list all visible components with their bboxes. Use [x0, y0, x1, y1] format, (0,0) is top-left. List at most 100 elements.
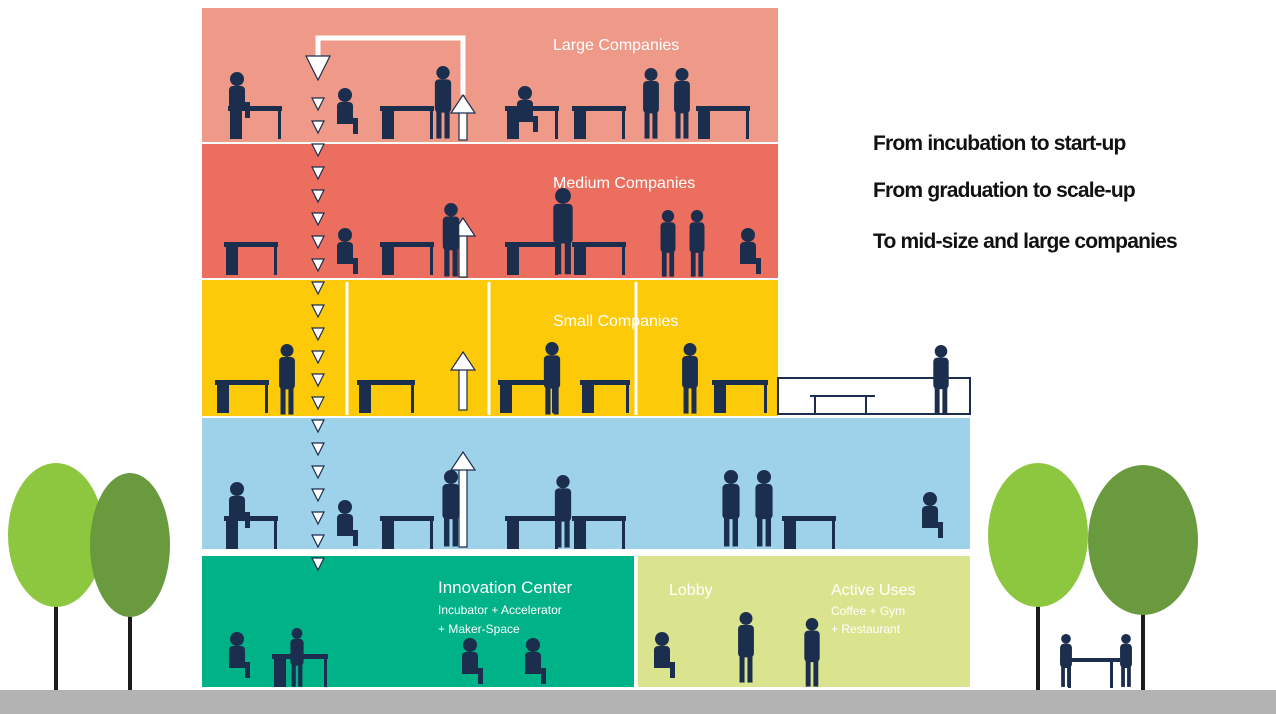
- seated-person-silhouette: [740, 228, 761, 274]
- chevron-down-icon: [311, 281, 325, 296]
- desk: [224, 242, 278, 275]
- seated-person-silhouette: [922, 492, 943, 538]
- seated-person-silhouette: [525, 638, 546, 684]
- tree-right-light: [988, 463, 1088, 690]
- chevron-down-icon: [311, 212, 325, 227]
- chevron-down-icon: [311, 396, 325, 411]
- floor-lobby-active-uses: [638, 556, 970, 687]
- seated-person-silhouette: [337, 88, 358, 134]
- person-silhouette: [722, 470, 740, 547]
- floor-medium-companies: [202, 144, 778, 278]
- circulation-path: [315, 35, 466, 95]
- seated-person-silhouette: [517, 86, 538, 132]
- chevron-down-icon: [311, 235, 325, 250]
- chevron-down-icon: [311, 97, 325, 112]
- desk: [572, 242, 626, 275]
- arrow-up-shaft: [458, 110, 468, 141]
- seated-person-silhouette: [337, 500, 358, 546]
- chevron-down-icon: [311, 511, 325, 526]
- person-silhouette: [434, 66, 452, 139]
- desk: [228, 106, 282, 139]
- desk: [380, 516, 434, 549]
- person-silhouette: [682, 343, 698, 414]
- chevron-down-icon: [311, 350, 325, 365]
- label-incubator-accelerator: Incubator + Accelerator: [438, 603, 562, 617]
- desk: [572, 516, 626, 549]
- chevron-down-icon: [311, 327, 325, 342]
- tagline-incubation: From incubation to start-up: [873, 132, 1126, 155]
- person-silhouette: [933, 345, 949, 414]
- desk: [505, 242, 559, 275]
- person-silhouette: [660, 210, 676, 277]
- seated-person-silhouette: [229, 482, 250, 528]
- person-silhouette: [643, 68, 659, 139]
- person-silhouette: [804, 618, 820, 687]
- chevron-down-icon: [311, 373, 325, 388]
- seated-person-silhouette: [654, 632, 675, 678]
- desk: [572, 106, 626, 139]
- desk: [357, 380, 415, 413]
- arrow-up-icon: [449, 450, 477, 471]
- person-silhouette: [442, 203, 460, 277]
- desk: [580, 380, 630, 413]
- circulation-arrow-top: [305, 55, 331, 82]
- desk: [782, 516, 836, 549]
- chevron-down-icon: [311, 166, 325, 181]
- label-medium-companies: Medium Companies: [553, 175, 696, 192]
- ground-strip: [0, 690, 1276, 714]
- person-silhouette: [1120, 634, 1132, 687]
- seated-person-silhouette: [229, 72, 250, 118]
- desk: [215, 380, 269, 413]
- tree-left-dark: [90, 473, 170, 690]
- chevron-down-icon: [311, 442, 325, 457]
- person-silhouette: [738, 612, 754, 683]
- person-silhouette: [442, 470, 460, 547]
- chevron-down-icon: [311, 189, 325, 204]
- chevron-down-icon: [311, 120, 325, 135]
- person-silhouette: [755, 470, 773, 547]
- chevron-down-icon: [311, 304, 325, 319]
- label-coffee-gym: Coffee + Gym: [831, 604, 906, 618]
- tagline-graduation: From graduation to scale-up: [873, 179, 1136, 202]
- arrow-up-shaft: [458, 467, 468, 548]
- seated-person-silhouette: [229, 632, 250, 678]
- person-silhouette: [279, 344, 295, 415]
- label-active-uses: Active Uses: [831, 582, 916, 599]
- chevron-down-icon: [311, 465, 325, 480]
- downward-chevrons: [311, 97, 325, 572]
- desk: [696, 106, 750, 139]
- small-office-partitions: [345, 282, 638, 415]
- desk: [380, 242, 434, 275]
- desk: [712, 380, 768, 413]
- tree-left-light: [8, 463, 104, 690]
- person-silhouette: [674, 68, 690, 139]
- terrace-outline: [777, 377, 971, 415]
- arrow-up-shaft: [458, 367, 468, 411]
- desk: [380, 106, 434, 139]
- tree-right-dark: [1088, 465, 1198, 690]
- chevron-down-icon: [311, 143, 325, 158]
- arrow-up-shaft: [458, 233, 468, 278]
- label-small-companies: Small Companies: [553, 313, 679, 330]
- chevron-down-icon: [311, 258, 325, 273]
- person-silhouette: [543, 342, 561, 415]
- label-large-companies: Large Companies: [553, 37, 680, 54]
- chevron-down-icon: [311, 534, 325, 549]
- seated-person-silhouette: [337, 228, 358, 274]
- chevron-down-icon: [311, 557, 325, 572]
- label-restaurant: + Restaurant: [831, 622, 901, 636]
- desk: [505, 516, 559, 549]
- seated-person-silhouette: [462, 638, 483, 684]
- people-silhouettes: [229, 66, 1132, 687]
- tagline-mid-large: To mid-size and large companies: [873, 230, 1178, 253]
- person-silhouette: [554, 475, 572, 548]
- arrow-up-icon: [449, 93, 477, 114]
- desk: [224, 516, 278, 549]
- chevron-down-icon: [311, 488, 325, 503]
- outdoor-table: [1060, 658, 1120, 688]
- arrow-up-icon: [449, 350, 477, 371]
- upward-arrows: [449, 93, 477, 548]
- person-silhouette: [689, 210, 705, 277]
- person-silhouette: [290, 628, 304, 687]
